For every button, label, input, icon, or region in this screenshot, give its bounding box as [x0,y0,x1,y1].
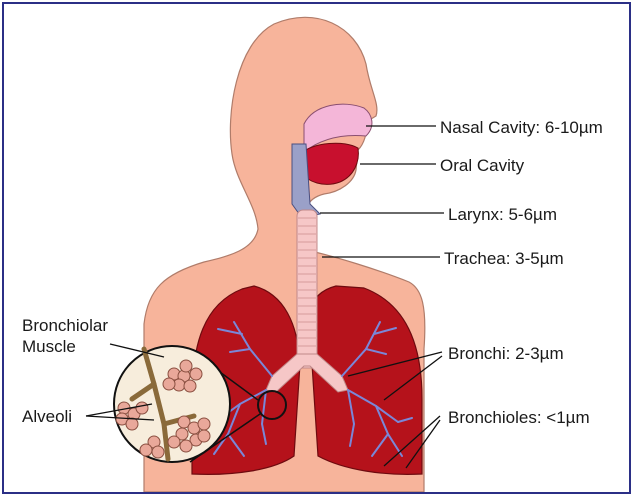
respiratory-diagram: Nasal Cavity: 6-10µm Oral Cavity Larynx:… [4,4,629,492]
label-bronchiolar-muscle-line2: Muscle [22,337,76,356]
label-larynx: Larynx: 5-6µm [448,205,557,224]
diagram-frame: Nasal Cavity: 6-10µm Oral Cavity Larynx:… [2,2,631,494]
label-nasal-cavity: Nasal Cavity: 6-10µm [440,118,603,137]
label-bronchiolar-muscle-line1: Bronchiolar [22,316,108,335]
label-oral-cavity: Oral Cavity [440,156,525,175]
label-bronchioles: Bronchioles: <1µm [448,408,590,427]
label-trachea: Trachea: 3-5µm [444,249,564,268]
label-alveoli: Alveoli [22,407,72,426]
label-bronchi: Bronchi: 2-3µm [448,344,564,363]
